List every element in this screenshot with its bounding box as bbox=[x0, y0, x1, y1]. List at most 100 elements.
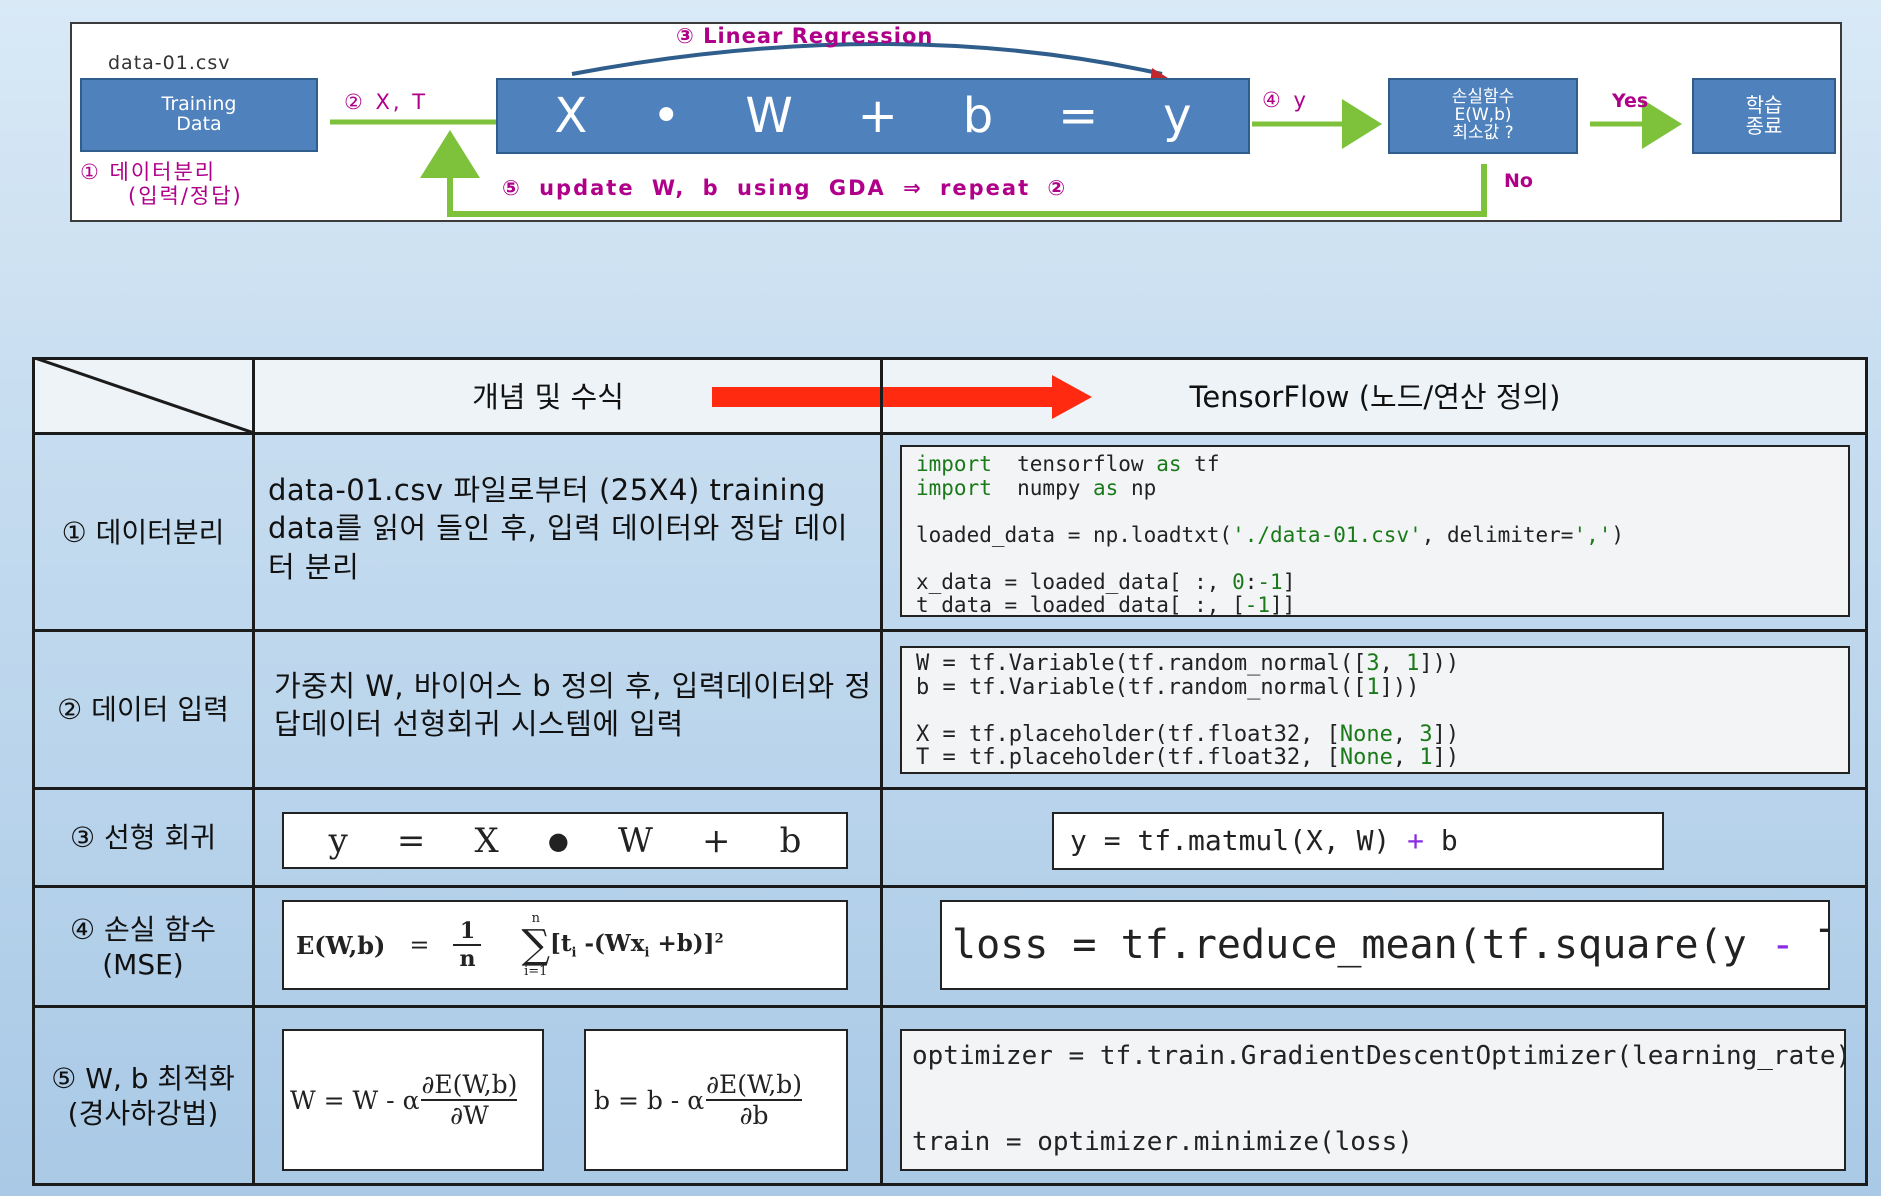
b-update-lhs: b = b - α bbox=[594, 1085, 705, 1115]
row-label-data-input: ② 데이터 입력 bbox=[57, 693, 229, 726]
grid-line bbox=[1865, 357, 1868, 1186]
code-token: 0 bbox=[1232, 569, 1245, 594]
code-token: y = tf.matmul(X, W) bbox=[1070, 824, 1408, 857]
code-token: loaded_data = np.loadtxt( bbox=[916, 522, 1233, 547]
code-token: , bbox=[1392, 721, 1420, 747]
code-line: t_data = loaded_data[ :, [-1]] bbox=[916, 593, 1848, 617]
code-token: ',' bbox=[1573, 522, 1612, 547]
header-concept: 개념 및 수식 bbox=[472, 380, 624, 414]
code-line: b = tf.Variable(tf.random_normal([1])) bbox=[916, 674, 1848, 700]
grid-line bbox=[32, 357, 35, 1186]
concept-linear-regression-equation: y = X ● W + b bbox=[282, 812, 848, 869]
grid-line bbox=[252, 357, 255, 1186]
mse-eq: = bbox=[409, 931, 430, 959]
code-token: ])) bbox=[1419, 651, 1460, 676]
eq-part-w: W bbox=[745, 87, 793, 144]
mse-fraction: 1 n bbox=[453, 918, 482, 972]
grid-line bbox=[880, 357, 883, 1186]
code-token: x_data = loaded_data[ :, bbox=[916, 569, 1233, 594]
code-token: W = tf.Variable(tf.random_normal([ bbox=[916, 651, 1367, 676]
code-token: -1 bbox=[1244, 593, 1271, 617]
corner-diagonal bbox=[32, 357, 254, 433]
code-token: None bbox=[1339, 745, 1393, 770]
code-line: train = optimizer.minimize(loss) bbox=[912, 1121, 1844, 1164]
w-update-bar bbox=[421, 1099, 518, 1101]
code-linear-regression: y = tf.matmul(X, W) + b bbox=[1052, 812, 1664, 870]
loss-check-box: 손실함수 E(W,b) 최소값 ? bbox=[1388, 78, 1578, 154]
lr-eq-w: W bbox=[617, 820, 653, 861]
flow-diagram: data-01.csv Training Data ① 데이터분리 (입력/정답… bbox=[70, 22, 1842, 222]
lr-eq-x: X bbox=[474, 820, 499, 861]
code-line: loaded_data = np.loadtxt('./data-01.csv'… bbox=[916, 522, 1848, 548]
mse-sub-i2: i bbox=[644, 945, 650, 961]
header-tensorflow: TensorFlow (노드/연산 정의) bbox=[1189, 380, 1561, 414]
code-token: b = tf.Variable(tf.random_normal([ bbox=[916, 674, 1367, 700]
code-token: ) bbox=[1611, 522, 1625, 547]
step5-label: ⑤ update W, b using GDA ⇒ repeat ② bbox=[502, 176, 1068, 200]
code-token: import bbox=[916, 475, 992, 500]
sigma-icon: ∑ bbox=[521, 922, 551, 968]
code-token: as bbox=[1156, 452, 1182, 476]
code-line: import numpy as np bbox=[916, 475, 1848, 501]
code-token: 1 bbox=[1406, 651, 1420, 676]
mse-sub-i: i bbox=[571, 945, 577, 961]
grid-line bbox=[32, 432, 1868, 435]
b-update-bar bbox=[706, 1099, 803, 1101]
regression-arc bbox=[571, 42, 1163, 76]
concept-b-update: b = b - α ∂E(W,b) ∂b bbox=[584, 1029, 848, 1171]
code-token: tf bbox=[1181, 452, 1220, 476]
header-arrow-icon bbox=[712, 375, 1092, 419]
no-label: No bbox=[1504, 170, 1533, 192]
step1-sub-label: (입력/정답) bbox=[128, 184, 243, 208]
concept-data-input: 가중치 W, 바이어스 b 정의 후, 입력데이터와 정답데이터 선형회귀 시스… bbox=[274, 669, 872, 742]
code-token: ]) bbox=[1432, 745, 1460, 770]
code-token: train = optimizer.minimize(loss) bbox=[912, 1127, 1413, 1157]
grid-line bbox=[32, 1183, 1868, 1186]
code-line: T = tf.placeholder(tf.float32, [None, 1]… bbox=[916, 746, 1848, 770]
code-line: import tensorflow as tf bbox=[916, 452, 1848, 477]
flow-arrows bbox=[330, 42, 1682, 217]
code-line: x_data = loaded_data[ :, 0:-1] bbox=[916, 569, 1848, 595]
code-token: b bbox=[1424, 824, 1458, 857]
code-token: ]) bbox=[1432, 721, 1460, 747]
code-token: , delimiter= bbox=[1421, 522, 1574, 547]
code-token: - bbox=[1770, 922, 1795, 968]
code-token: : bbox=[1244, 569, 1258, 594]
grid-line bbox=[32, 357, 1868, 360]
lr-eq-eq: = bbox=[396, 820, 426, 861]
code-token: -1 bbox=[1257, 569, 1283, 594]
code-token: tensorflow bbox=[991, 452, 1157, 476]
code-line bbox=[912, 1078, 1844, 1121]
mse-power: 2 bbox=[714, 931, 724, 947]
code-token: + bbox=[1407, 824, 1425, 857]
mse-body-end: +b)] bbox=[649, 929, 715, 957]
concept-loss-equation: E(W,b) = 1 n n ∑ i=1 [ti -(Wxi +b)]2 bbox=[282, 900, 848, 990]
code-token: ]] bbox=[1270, 593, 1296, 617]
lr-eq-dot: ● bbox=[547, 826, 569, 855]
mse-sum: n ∑ i=1 bbox=[521, 912, 550, 978]
w-update-fraction: ∂E(W,b) ∂W bbox=[421, 1070, 518, 1130]
code-token: import bbox=[916, 452, 992, 476]
code-data-input: W = tf.Variable(tf.random_normal([3, 1])… bbox=[900, 646, 1850, 774]
code-line: y = tf.matmul(X, W) + b bbox=[1070, 814, 1662, 868]
mse-sum-top: n bbox=[531, 911, 540, 926]
eq-part-eq: = bbox=[1058, 87, 1099, 144]
step1-label: ① 데이터분리 bbox=[80, 160, 217, 184]
grid-line bbox=[32, 885, 1868, 888]
step2-label: ② X, T bbox=[344, 90, 429, 114]
mse-lhs: E(W,b) bbox=[296, 930, 386, 960]
step3-label: ③ Linear Regression bbox=[676, 24, 934, 48]
training-data-box: Training Data bbox=[80, 78, 318, 152]
row-label-loss-function: ④ 손실 함수 (MSE) bbox=[70, 912, 216, 981]
code-token: optimizer = tf.train.GradientDescentOpti… bbox=[912, 1041, 1846, 1071]
training-end-box: 학습 종료 bbox=[1692, 78, 1836, 154]
code-token: numpy bbox=[991, 475, 1094, 500]
code-token: t_data = loaded_data[ :, [ bbox=[916, 593, 1245, 617]
code-line: X = tf.placeholder(tf.float32, [None, 3]… bbox=[916, 721, 1848, 747]
code-token: ])) bbox=[1379, 674, 1420, 700]
lr-eq-plus: + bbox=[702, 820, 731, 861]
code-token: as bbox=[1093, 475, 1119, 500]
code-token: , bbox=[1392, 745, 1420, 770]
code-token: np bbox=[1118, 475, 1157, 500]
grid-line bbox=[32, 1005, 1868, 1008]
